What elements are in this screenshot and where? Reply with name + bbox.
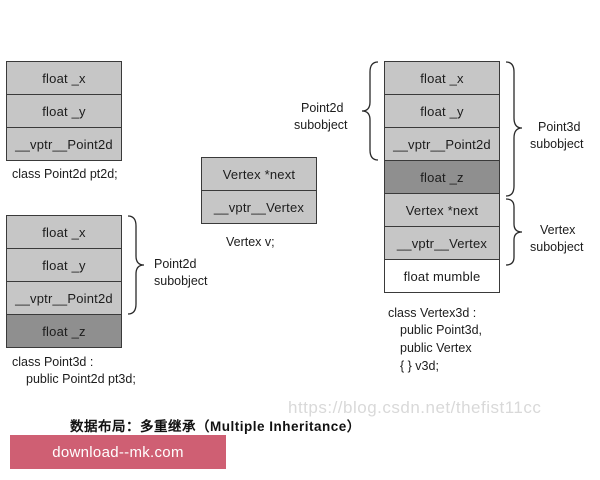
vertex3d-cell-next: Vertex *next [384,193,500,227]
point3d-caption-line2: public Point2d pt3d; [26,372,136,386]
point3d-layout: float _x float _y __vptr__Point2d float … [6,215,122,348]
vertex3d-caption-line2: public Point3d, [400,323,483,337]
point3d-cell-y: float _y [6,248,122,282]
point2d-cell-x: float _x [6,61,122,95]
vertex3d-left-brace [361,61,379,161]
point2d-caption: class Point2d pt2d; [12,167,118,181]
point3d-right-brace [127,215,145,315]
vertex3d-caption-line3: public Vertex [400,341,472,355]
vertex3d-cell-vptr-vertex: __vptr__Vertex [384,226,500,260]
watermark: https://blog.csdn.net/thefist11cc [288,398,542,417]
point3d-cell-z: float _z [6,314,122,348]
point2d-cell-vptr: __vptr__Point2d [6,127,122,161]
point2d-layout: float _x float _y __vptr__Point2d [6,61,122,161]
vertex-cell-next: Vertex *next [201,157,317,191]
vertex3d-right-bottom-brace [505,198,523,266]
point3d-brace-label-line1: Point2d [154,257,197,271]
vertex3d-cell-z: float _z [384,160,500,194]
point3d-caption-line1: class Point3d : [12,355,94,369]
download-banner-text: download--mk.com [52,443,184,461]
vertex-caption: Vertex v; [226,235,275,249]
point3d-cell-vptr: __vptr__Point2d [6,281,122,315]
vertex3d-left-brace-label-line2: subobject [294,118,348,132]
vertex3d-cell-vptr-point2d: __vptr__Point2d [384,127,500,161]
vertex3d-right-top-brace [505,61,523,197]
point2d-cell-y: float _y [6,94,122,128]
vertex-cell-vptr: __vptr__Vertex [201,190,317,224]
vertex3d-right-top-brace-label-line2: subobject [530,137,584,151]
point3d-brace-label-line2: subobject [154,274,208,288]
vertex3d-cell-x: float _x [384,61,500,95]
vertex3d-right-top-brace-label-line1: Point3d [538,120,581,134]
vertex3d-right-bottom-brace-label-line1: Vertex [540,223,576,237]
vertex3d-cell-mumble: float mumble [384,259,500,293]
vertex3d-cell-y: float _y [384,94,500,128]
vertex3d-caption-line1: class Vertex3d : [388,306,477,320]
download-banner[interactable]: download--mk.com [10,435,226,469]
vertex3d-layout: float _x float _y __vptr__Point2d float … [384,61,500,293]
point3d-cell-x: float _x [6,215,122,249]
vertex-layout: Vertex *next __vptr__Vertex [201,157,317,224]
vertex3d-caption-line4: { } v3d; [400,359,439,373]
figure-title: 数据布局：多重继承（Multiple Inheritance） [70,419,361,434]
vertex3d-left-brace-label-line1: Point2d [301,101,344,115]
vertex3d-right-bottom-brace-label-line2: subobject [530,240,584,254]
